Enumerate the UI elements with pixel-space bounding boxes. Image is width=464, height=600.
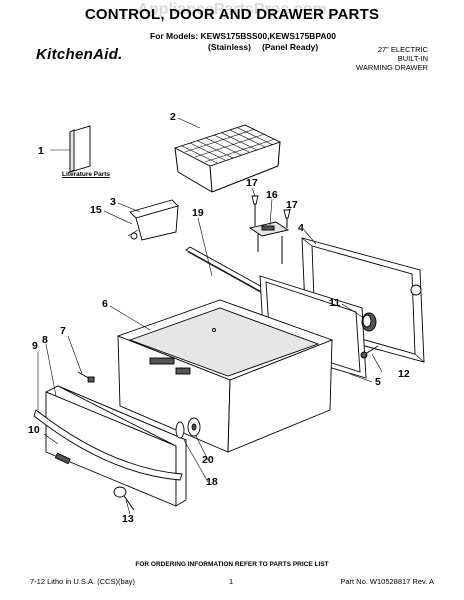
roller-bushing <box>175 417 201 439</box>
callout-2: 2 <box>170 111 176 123</box>
callout-17: 17 <box>286 199 298 211</box>
brand-logo: KitchenAid. <box>36 46 123 63</box>
callout-12: 12 <box>398 368 410 380</box>
leader-lines <box>37 117 383 515</box>
litho-info: 7-12 Litho in U.S.A. (CCS)(bay) <box>30 577 136 586</box>
callout-16: 16 <box>266 189 278 201</box>
product-desc-line: BUILT-IN <box>397 54 428 63</box>
callout-17: 17 <box>246 177 258 189</box>
literature-parts-label: Literature Parts <box>62 171 111 178</box>
callout-9: 9 <box>32 340 38 352</box>
element-connector <box>360 345 379 359</box>
product-desc-line: WARMING DRAWER <box>356 63 428 72</box>
callout-4: 4 <box>298 222 304 234</box>
callout-6: 6 <box>102 298 108 310</box>
control-bracket <box>127 199 179 241</box>
control-knob <box>361 312 377 332</box>
product-description: 27" ELECTRIC BUILT-IN WARMING DRAWER <box>356 45 428 72</box>
model-variant-stainless: (Stainless) <box>208 42 251 52</box>
screw <box>77 371 95 383</box>
callout-10: 10 <box>28 424 40 436</box>
callout-13: 13 <box>122 513 134 525</box>
callout-18: 18 <box>206 476 218 488</box>
page-number: 1 <box>229 577 234 586</box>
page-title: CONTROL, DOOR AND DRAWER PARTS <box>84 6 380 23</box>
part-number: Part No. W10528817 Rev. A <box>340 577 434 586</box>
callout-1: 1 <box>38 145 44 157</box>
callout-7: 7 <box>60 325 66 337</box>
leveling-foot <box>113 486 135 511</box>
drawer-pan <box>116 299 334 453</box>
ordering-footnote: FOR ORDERING INFORMATION REFER TO PARTS … <box>135 561 329 568</box>
wire-rack <box>173 124 282 193</box>
literature-booklet <box>69 125 91 173</box>
callout-8: 8 <box>42 334 48 346</box>
callout-20: 20 <box>202 454 214 466</box>
watermark: AppliancePartsPros.com <box>137 1 327 18</box>
models-line: For Models: KEWS175BSS00,KEWS175BPA00 <box>150 31 336 41</box>
product-desc-line: 27" ELECTRIC <box>377 45 428 54</box>
callout-11: 11 <box>329 297 341 309</box>
callout-19: 19 <box>192 207 204 219</box>
model-variant-panel-ready: (Panel Ready) <box>262 42 319 52</box>
callout-15: 15 <box>90 204 102 216</box>
callout-3: 3 <box>110 196 116 208</box>
callout-5: 5 <box>375 376 381 388</box>
light-bracket <box>248 195 291 264</box>
drawer-front <box>33 385 187 507</box>
